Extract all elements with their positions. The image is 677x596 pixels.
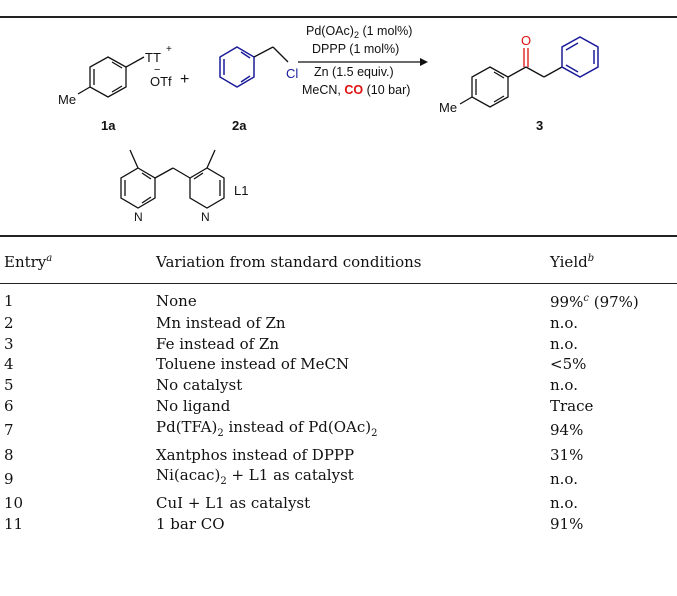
svg-text:MeCN, CO (10 bar): MeCN, CO (10 bar) (302, 83, 410, 97)
header-entry: Entrya (4, 253, 53, 271)
reactant-2a-structure: Cl 2a (219, 46, 298, 133)
table-row: 9 Ni(acac)2 + L1 as catalyst n.o. (4, 466, 578, 488)
oxygen-label: O (521, 33, 531, 48)
otf-charge: − (154, 64, 160, 76)
methyl-label-1a: Me (58, 92, 76, 107)
nitrogen-label-left: N (134, 210, 143, 224)
plus-sign: + (180, 71, 189, 88)
ligand-label: L1 (234, 183, 248, 198)
nitrogen-label-right: N (201, 210, 210, 224)
methyl-label-3: Me (439, 100, 457, 115)
svg-text:Zn (1.5 equiv.): Zn (1.5 equiv.) (314, 65, 394, 79)
compound-label-2a: 2a (232, 118, 247, 133)
cl-label: Cl (286, 66, 298, 81)
header-variation: Variation from standard conditions (156, 253, 422, 271)
compound-label-1a: 1a (101, 118, 116, 133)
table-header-row: Entrya Variation from standard condition… (0, 247, 677, 277)
compound-label-3: 3 (536, 118, 543, 133)
svg-text:Pd(OAc)2 (1 mol%): Pd(OAc)2 (1 mol%) (306, 24, 412, 40)
reaction-scheme: TT + − OTf Me 1a + Cl 2a Pd(OAc)2 (1 mol… (58, 24, 599, 224)
reaction-conditions: Pd(OAc)2 (1 mol%) DPPP (1 mol%) Zn (1.5 … (298, 24, 428, 97)
otf-label: OTf (150, 74, 172, 89)
top-rule (0, 16, 677, 18)
tt-charge: + (166, 44, 172, 55)
header-yield: Yieldb (550, 253, 595, 271)
table-row: 7 Pd(TFA)2 instead of Pd(OAc)2 94% (4, 417, 584, 440)
svg-text:DPPP (1 mol%): DPPP (1 mol%) (312, 42, 399, 56)
reactant-1a-structure: TT + − OTf Me 1a (58, 44, 172, 133)
table-top-rule (0, 235, 677, 237)
table-row: 1 None 99%c (97%) (4, 291, 639, 312)
tt-label: TT (145, 50, 161, 65)
product-3-structure: O Me 3 (439, 33, 599, 133)
optimization-table: Entrya Variation from standard condition… (0, 247, 677, 535)
ligand-l1-structure: N N L1 (120, 149, 248, 224)
